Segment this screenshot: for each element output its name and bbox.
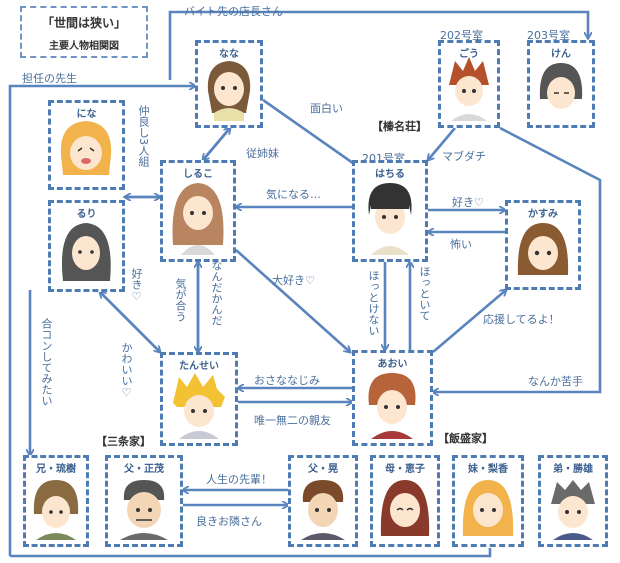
card-imouto-rika[interactable]: 妹・梨香 xyxy=(452,455,524,547)
card-ruri[interactable]: るり xyxy=(48,200,125,292)
card-nina[interactable]: にな xyxy=(48,100,125,190)
portrait-haha-keiko xyxy=(380,480,430,536)
label-osananajimi: おさななじみ xyxy=(254,374,320,387)
room-202: 202号室 xyxy=(440,29,483,42)
label-goukon: 合コンしてみたい xyxy=(40,318,53,406)
label-kigaau: 気が合う xyxy=(174,278,187,322)
label-yuiitsu: 唯一無二の親友 xyxy=(254,414,331,427)
label-suki-kasumi: 好き♡ xyxy=(452,196,484,209)
portrait-kasumi xyxy=(517,223,569,275)
label-yoki-rinjin: 良きお隣さん xyxy=(196,515,262,528)
label-nakayoshi: 仲良し3人組 xyxy=(137,105,150,167)
page-subtitle: 主要人物相関図 xyxy=(49,41,119,52)
name-haha-keiko: 母・恵子 xyxy=(385,464,425,475)
portrait-ruri xyxy=(61,223,111,281)
label-tenchou: バイト先の店長さん xyxy=(184,5,283,18)
name-chichi-akira: 父・晃 xyxy=(308,464,338,475)
title-box: 「世間は狭い」 主要人物相関図 xyxy=(20,6,148,58)
label-itoko: 従姉妹 xyxy=(246,147,279,160)
label-kowai: 怖い xyxy=(450,238,472,251)
portrait-aoi xyxy=(368,373,416,439)
name-gou: ごう xyxy=(459,49,479,60)
card-tansei[interactable]: たんせい xyxy=(160,352,238,446)
name-ken: けん xyxy=(551,49,571,60)
name-ruri: るり xyxy=(76,209,97,220)
portrait-tansei xyxy=(173,373,225,439)
portrait-nina xyxy=(60,121,112,175)
portrait-chichi-masashige xyxy=(120,480,168,540)
arrow-tannin xyxy=(8,86,195,556)
label-kawaii: かわいい♡ xyxy=(120,342,133,399)
card-chichi-masashige[interactable]: 父・正茂 xyxy=(105,455,183,547)
portrait-ani-ryuju xyxy=(33,480,79,540)
section-iimori: 【飯盛家】 xyxy=(438,432,493,445)
label-omoshiroi: 面白い xyxy=(310,102,343,115)
arrow-nanka-nigate xyxy=(433,126,602,392)
arrow-daisuki xyxy=(235,249,350,352)
portrait-hachiru xyxy=(368,183,412,255)
card-otouto-katsuo[interactable]: 弟・勝雄 xyxy=(538,455,608,547)
card-ken[interactable]: けん xyxy=(527,40,595,128)
page-title: 「世間は狭い」 xyxy=(41,16,126,30)
room-203: 203号室 xyxy=(527,29,570,42)
name-aoi: あおい xyxy=(377,359,408,370)
card-aoi[interactable]: あおい xyxy=(352,350,433,446)
label-kininaru: 気になる… xyxy=(266,188,321,201)
section-haruna: 【榛名荘】 xyxy=(372,120,427,133)
label-nanka-nigate: なんか苦手 xyxy=(528,375,583,388)
portrait-shiroko xyxy=(172,183,224,255)
card-hachiru[interactable]: はちる xyxy=(352,160,428,262)
name-nana: なな xyxy=(219,49,239,60)
portrait-imouto-rika xyxy=(462,480,514,536)
label-hottoite: ほっといて xyxy=(418,266,431,321)
name-imouto-rika: 妹・梨香 xyxy=(468,464,508,475)
section-sanjo: 【三条家】 xyxy=(96,435,151,448)
card-gou[interactable]: ごう xyxy=(438,40,500,128)
label-tannin: 担任の先生 xyxy=(22,72,77,85)
arrow-tenchou xyxy=(168,10,588,80)
card-chichi-akira[interactable]: 父・晃 xyxy=(288,455,358,547)
portrait-nana xyxy=(207,61,251,121)
card-shiroko[interactable]: しるこ xyxy=(160,160,236,262)
name-chichi-masashige: 父・正茂 xyxy=(124,464,164,475)
family-line xyxy=(10,548,492,558)
arrow-ouen xyxy=(432,290,506,353)
label-ouen: 応援してるよ！ xyxy=(483,313,560,326)
name-otouto-katsuo: 弟・勝雄 xyxy=(553,464,593,475)
card-haha-keiko[interactable]: 母・恵子 xyxy=(370,455,440,547)
name-nina: にな xyxy=(76,109,97,120)
portrait-chichi-akira xyxy=(301,480,345,540)
name-tansei: たんせい xyxy=(179,361,219,372)
name-kasumi: かすみ xyxy=(528,209,558,220)
portrait-ken xyxy=(539,63,583,109)
label-suki-ruri: 好き♡ xyxy=(130,268,143,303)
card-kasumi[interactable]: かすみ xyxy=(505,200,581,290)
name-shiroko: しるこ xyxy=(183,169,213,180)
label-mabudachi: マブダチ xyxy=(442,150,486,163)
card-nana[interactable]: なな xyxy=(195,40,263,128)
card-ani-ryuju[interactable]: 兄・琉樹 xyxy=(23,455,89,547)
label-nandakanda: なんだかんだ xyxy=(210,260,223,326)
label-hottokenai: ほっとけない xyxy=(367,270,380,336)
arrow-mabudachi xyxy=(428,127,456,160)
label-daisuki: 大好き♡ xyxy=(272,274,315,287)
portrait-gou xyxy=(449,57,489,121)
name-hachiru: はちる xyxy=(375,169,405,180)
arrow-omoshiroi xyxy=(262,98,360,168)
name-ani-ryuju: 兄・琉樹 xyxy=(36,464,76,475)
label-jinsei-senpai: 人生の先輩！ xyxy=(206,473,272,486)
portrait-otouto-katsuo xyxy=(551,480,595,540)
